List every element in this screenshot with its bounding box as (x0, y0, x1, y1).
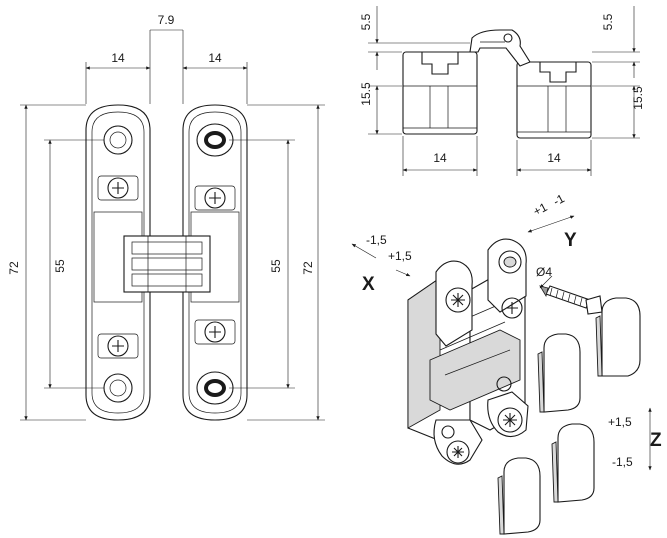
left-leaf (85, 104, 151, 421)
right-leaf (182, 104, 248, 421)
dim-15-5-right: 15.5 (631, 86, 645, 110)
dim-72-left: 72 (7, 261, 21, 275)
iso-screw (539, 285, 603, 315)
dim-5-5-right: 5.5 (601, 13, 615, 30)
cover-cap-2 (537, 333, 581, 413)
dim-55-left: 55 (53, 259, 67, 273)
x-minus-label: -1,5 (366, 233, 387, 247)
top-view-left-block (402, 51, 478, 135)
axis-y-label: Y (564, 230, 577, 251)
y-minus-label: -1 (551, 191, 567, 209)
iso-view: Ø4 X -1,5 +1,5 Y +1 -1 Z +1, (351, 191, 662, 535)
axis-z-label: Z (650, 430, 662, 451)
left-upper-screw (97, 175, 139, 201)
cover-cap-3 (551, 423, 595, 503)
z-minus-label: -1,5 (612, 455, 633, 469)
dim-14-right: 14 (208, 51, 222, 65)
right-lower-screw (194, 319, 236, 345)
front-view: 7.9 14 14 72 72 55 55 (7, 13, 325, 421)
screw-diameter-label: Ø4 (536, 265, 552, 279)
central-linkage (123, 235, 211, 293)
left-lower-screw (97, 333, 139, 359)
dim-14-left: 14 (111, 51, 125, 65)
x-plus-label: +1,5 (388, 249, 412, 263)
dim-14-top-left: 14 (433, 151, 447, 165)
dim-7-9: 7.9 (158, 13, 175, 27)
z-plus-label: +1,5 (608, 415, 632, 429)
cover-cap-1 (595, 297, 641, 377)
top-view-link-arm (469, 29, 531, 67)
axis-x-label: X (362, 274, 375, 295)
dim-55-right: 55 (269, 259, 283, 273)
top-view: 5.5 15.5 5.5 15.5 14 14 (359, 6, 645, 176)
right-upper-screw (194, 185, 236, 211)
cover-cap-4 (497, 457, 541, 535)
dim-72-right: 72 (301, 261, 315, 275)
dim-5-5-left: 5.5 (359, 13, 373, 30)
dim-14-top-right: 14 (547, 151, 561, 165)
dim-15-5-left: 15.5 (359, 82, 373, 106)
iso-hinge-body (407, 238, 529, 465)
y-plus-label: +1 (531, 200, 550, 219)
top-view-right-block (516, 61, 592, 139)
